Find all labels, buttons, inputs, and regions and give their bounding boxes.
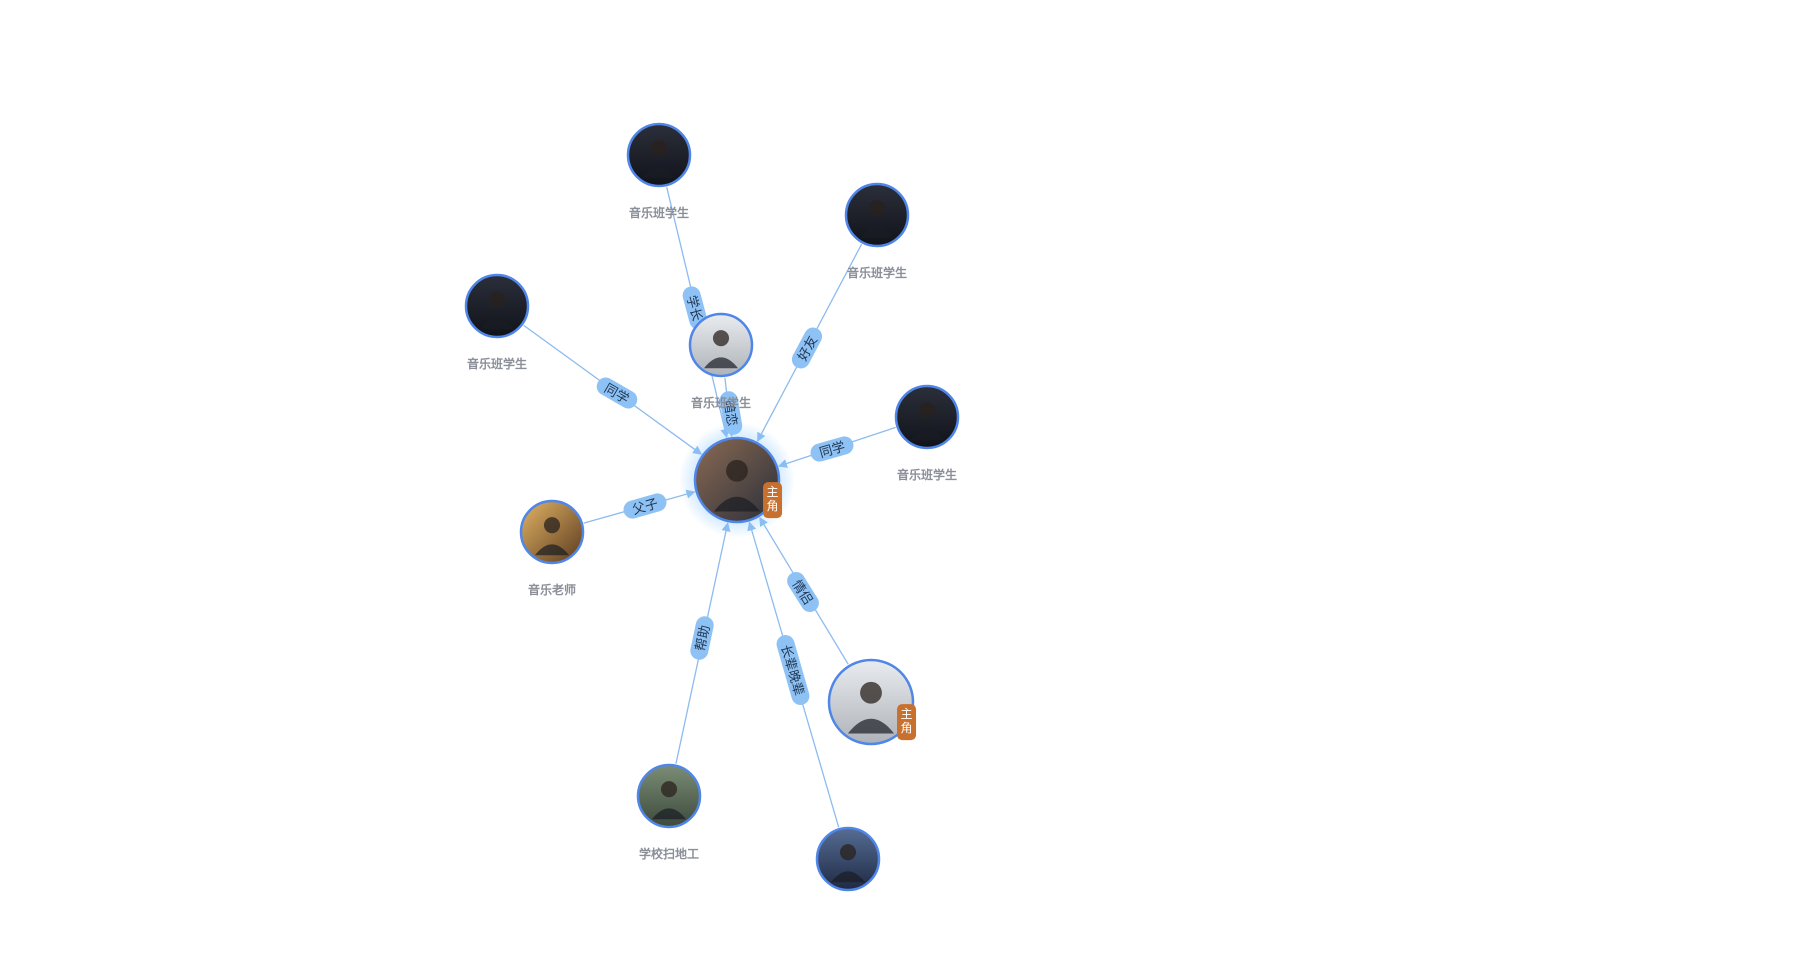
person-icon bbox=[488, 291, 506, 308]
edge-label[interactable]: 长辈晚辈 bbox=[774, 633, 811, 707]
edge-label[interactable]: 好友 bbox=[789, 324, 826, 371]
person-icon bbox=[868, 200, 886, 217]
node-right[interactable]: 音乐班学生 bbox=[894, 384, 960, 482]
edge-label-pill bbox=[776, 635, 810, 705]
person-icon bbox=[839, 844, 857, 861]
role-badge-text: 角 bbox=[767, 499, 779, 513]
node-label: 音乐班学生 bbox=[847, 265, 907, 280]
person-icon bbox=[918, 402, 936, 419]
node-label: 学校扫地工 bbox=[639, 846, 699, 861]
person-icon bbox=[650, 140, 668, 157]
edge-label[interactable]: 情侣 bbox=[784, 569, 823, 616]
node-janitor[interactable]: 学校扫地工 bbox=[636, 763, 702, 861]
person-body-icon bbox=[909, 429, 945, 441]
edge-label-text: 学长 bbox=[683, 294, 705, 323]
edge-label-text: 暗恋 bbox=[720, 399, 740, 427]
node-top[interactable]: 音乐班学生 bbox=[626, 122, 692, 220]
edge-label-pill bbox=[623, 493, 667, 519]
role-badge-text: 角 bbox=[901, 721, 913, 735]
edge-label-pill bbox=[791, 327, 823, 369]
edge-label-text: 父子 bbox=[631, 497, 660, 519]
role-badge bbox=[897, 704, 917, 741]
person-body-icon bbox=[847, 718, 895, 734]
person-icon bbox=[860, 681, 882, 704]
node-label: 音乐班学生 bbox=[629, 205, 689, 220]
person-icon bbox=[712, 330, 730, 347]
role-badge-text: 主 bbox=[767, 485, 779, 499]
person-icon bbox=[543, 517, 561, 534]
edge-label[interactable]: 同学 bbox=[808, 434, 855, 463]
edge-label-text: 帮助 bbox=[693, 624, 713, 653]
person-body-icon bbox=[641, 167, 677, 179]
edge-label-pill bbox=[787, 571, 819, 613]
node-left[interactable]: 音乐班学生 bbox=[464, 273, 530, 371]
edge-label[interactable]: 父子 bbox=[621, 491, 668, 520]
node-label: 音乐老师 bbox=[528, 582, 576, 597]
node-girl[interactable]: 主角 bbox=[827, 658, 917, 746]
edge-label-pill bbox=[810, 436, 854, 462]
node-bottom[interactable] bbox=[815, 826, 881, 892]
node-topright[interactable]: 音乐班学生 bbox=[844, 182, 910, 280]
person-body-icon bbox=[859, 227, 895, 239]
node-teacher[interactable]: 音乐老师 bbox=[519, 499, 585, 597]
node-label: 音乐班学生 bbox=[467, 356, 527, 371]
edge-label[interactable]: 同学 bbox=[593, 374, 640, 412]
edge-label-text: 同学 bbox=[818, 439, 847, 462]
node-center[interactable]: 主角 bbox=[679, 422, 795, 538]
edge-label[interactable]: 帮助 bbox=[689, 615, 716, 662]
person-body-icon bbox=[703, 357, 739, 369]
person-body-icon bbox=[713, 496, 761, 512]
edge-label-pill bbox=[682, 286, 708, 330]
node-label: 音乐班学生 bbox=[897, 467, 957, 482]
person-body-icon bbox=[830, 871, 866, 883]
edge-label[interactable]: 学长 bbox=[681, 284, 710, 331]
edge-label-pill bbox=[690, 616, 714, 660]
person-body-icon bbox=[534, 544, 570, 556]
role-badge-text: 主 bbox=[901, 707, 913, 721]
person-body-icon bbox=[479, 318, 515, 330]
person-body-icon bbox=[651, 808, 687, 820]
role-badge bbox=[763, 482, 783, 519]
node-mid[interactable]: 音乐班学生 bbox=[688, 312, 754, 410]
person-icon bbox=[660, 781, 678, 798]
edge-label-pill bbox=[596, 377, 638, 409]
person-icon bbox=[726, 459, 748, 482]
node-label: 音乐班学生 bbox=[691, 395, 751, 410]
